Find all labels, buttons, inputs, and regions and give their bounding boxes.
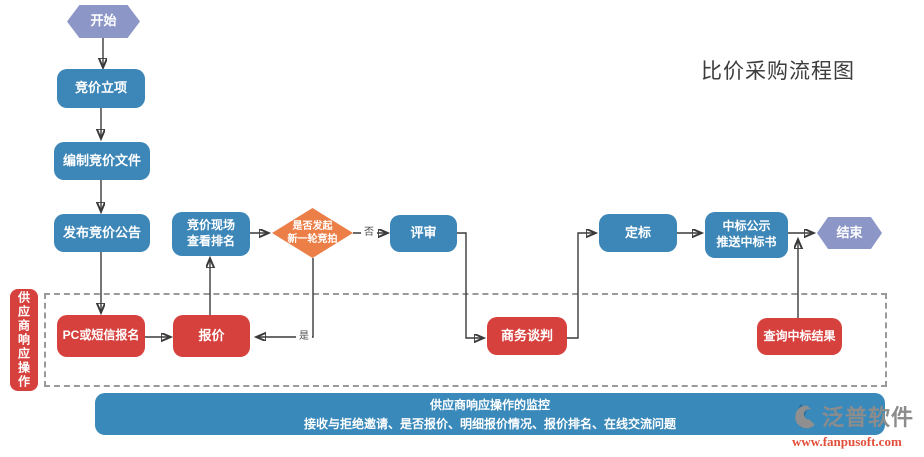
monitor-bar-details: 接收与拒绝邀请、是否报价、明细报价情况、报价排名、在线交流问题 <box>303 417 676 431</box>
connector-decision-quote-yes <box>257 258 314 337</box>
edge-label-yes: 是 <box>296 332 312 342</box>
node-review: 评审 <box>390 215 457 252</box>
vendor-logo-url[interactable]: www.fanpusoft.com <box>792 434 902 449</box>
node-query-result: 查询中标结果 <box>757 318 842 355</box>
node-bid-project: 竞价立项 <box>57 69 145 108</box>
supplier-lane-label: 供应商响应操作 <box>10 289 38 391</box>
node-award: 定标 <box>599 214 677 252</box>
vendor-logo-name: 泛普软件 <box>822 405 915 430</box>
node-pc-sms-signup: PC或短信报名 <box>57 315 145 357</box>
fanpu-logo-icon <box>792 402 820 434</box>
connector-review-negotiation <box>457 232 483 338</box>
node-business-negotiation: 商务谈判 <box>487 317 567 355</box>
node-quote: 报价 <box>173 315 250 357</box>
node-publish-announcement: 发布竞价公告 <box>54 214 150 252</box>
monitor-bar: 供应商响应操作的监控 接收与拒绝邀请、是否报价、明细报价情况、报价排名、在线交流… <box>95 393 885 435</box>
node-view-ranking: 竞价现场 查看排名 <box>172 212 250 256</box>
edge-label-no: 否 <box>361 228 377 238</box>
monitor-bar-title: 供应商响应操作的监控 <box>429 398 550 412</box>
node-prepare-documents: 编制竞价文件 <box>54 142 150 180</box>
connector-negotiation-award <box>567 233 595 339</box>
vendor-logo: 泛普软件 www.fanpusoft.com <box>792 402 914 448</box>
node-start: 开始 <box>67 5 140 38</box>
page-title: 比价采购流程图 <box>701 60 855 83</box>
node-end: 结束 <box>817 217 882 249</box>
node-win-publicity: 中标公示 推送中标书 <box>705 212 788 258</box>
